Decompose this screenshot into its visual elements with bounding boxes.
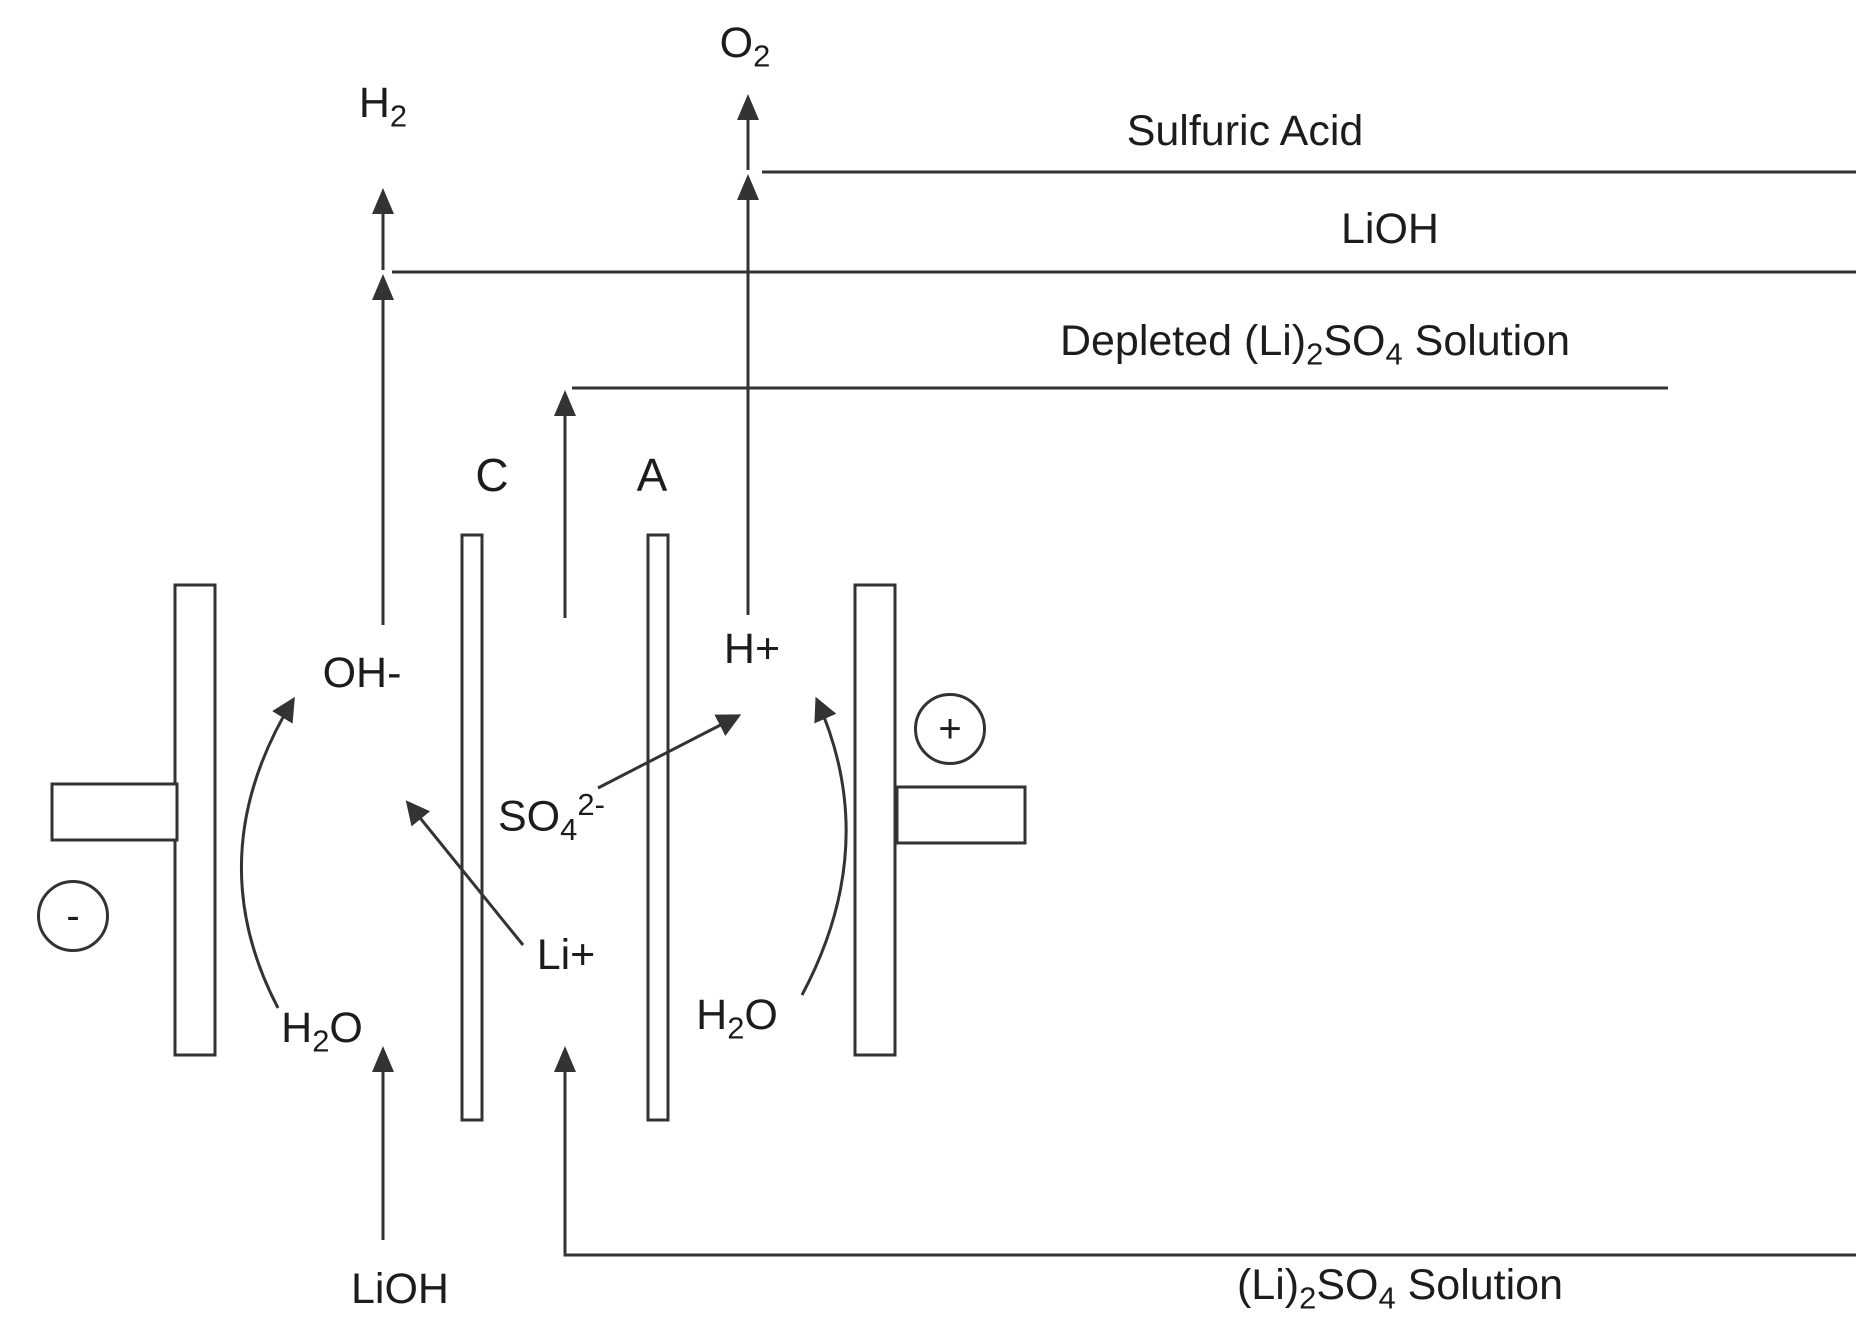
- o2-top-arrowhead: [737, 94, 759, 120]
- right-electrode: [853, 583, 897, 1057]
- feed-line: [563, 1072, 1856, 1257]
- anion-membrane-label: A: [636, 449, 668, 501]
- o2-gas-label: O2: [719, 19, 771, 74]
- water-label-left: H2O: [281, 1004, 363, 1059]
- h2-mid-arrowhead: [372, 274, 394, 300]
- lioh-feed-label: LiOH: [351, 1265, 449, 1313]
- left-reaction-arrow: [239, 696, 295, 1009]
- anion-membrane: [646, 533, 670, 1122]
- li2so4-feed-label: (Li)2SO4 Solution: [1236, 1261, 1564, 1316]
- proton-label: H+: [723, 625, 781, 673]
- hydroxide-ion-label: OH-: [322, 649, 402, 697]
- cation-membrane-label: C: [475, 449, 509, 501]
- negative-terminal-icon: -: [37, 880, 109, 952]
- right-electrode-tab: [895, 785, 1027, 845]
- right-reaction-arrow: [800, 696, 848, 996]
- o2-mid-arrowhead: [737, 174, 759, 200]
- cation-membrane: [460, 533, 484, 1122]
- feed-arrowhead: [554, 1046, 576, 1072]
- lioh-feed-arrowhead: [372, 1046, 394, 1072]
- sulfate-ion-arrow: [597, 714, 742, 790]
- lithium-ion-arrow: [405, 800, 525, 946]
- depleted-arrowhead: [554, 390, 576, 416]
- lioh-output-stream-label: LiOH: [1341, 205, 1439, 253]
- sulfuric-acid-stream-label: Sulfuric Acid: [1126, 107, 1364, 155]
- water-label-right: H2O: [696, 991, 778, 1046]
- h2-gas-label: H2: [358, 79, 408, 134]
- left-electrode: [173, 583, 217, 1057]
- depleted-solution-stream-label: Depleted (Li)2SO4 Solution: [1059, 317, 1571, 372]
- sulfate-ion-label: SO42-: [498, 787, 605, 847]
- positive-terminal-icon: +: [914, 693, 986, 765]
- left-electrode-tab: [50, 782, 179, 842]
- h2-top-arrowhead: [372, 188, 394, 214]
- lithium-ion-label: Li+: [536, 931, 596, 979]
